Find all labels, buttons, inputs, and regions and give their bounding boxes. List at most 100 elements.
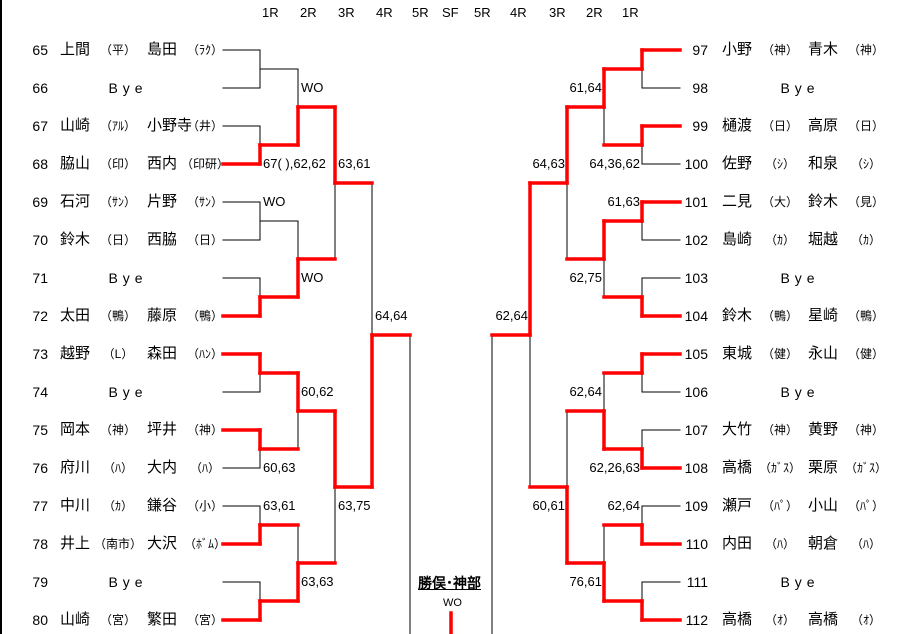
entry-number: 78 (32, 536, 48, 552)
entry-number: 66 (32, 80, 48, 96)
player-club: （健） (847, 347, 885, 361)
match-score: 61,63 (607, 194, 640, 209)
entry-number: 69 (32, 194, 48, 210)
player-name: 石河 (60, 193, 91, 210)
player-club: （日） (186, 233, 224, 247)
entry-number: 102 (684, 232, 708, 248)
player-club: （大） (761, 195, 799, 209)
match-score: WO (263, 194, 286, 209)
player-name: 上間 (60, 41, 91, 58)
player-club: （神） (761, 43, 799, 57)
player-name: 高橋 (722, 611, 753, 628)
player-name: 繁田 (147, 611, 178, 628)
player-name: 栗原 (808, 459, 839, 476)
entry-number: 68 (32, 156, 48, 172)
bye-label: Bye (108, 574, 148, 590)
player-name: 鎌谷 (147, 497, 178, 514)
player-club: （井） (186, 119, 224, 133)
player-club: （ｶﾞｽ） (758, 461, 802, 475)
player-name: 山崎 (60, 611, 91, 628)
match-score: 63,61 (338, 156, 371, 171)
entry-number: 103 (684, 270, 708, 286)
entry-number: 111 (686, 574, 708, 590)
player-club: （ﾊ） (764, 537, 796, 551)
round-header: 4R (376, 5, 393, 20)
player-name: 東城 (722, 345, 753, 362)
entry-number: 106 (684, 384, 708, 400)
player-name: 佐野 (722, 155, 753, 172)
player-club: （ｻﾝ） (186, 195, 224, 209)
player-club: （神） (99, 423, 137, 437)
player-name: 府川 (60, 459, 91, 476)
match-score: WO (301, 270, 324, 285)
player-name: 二見 (722, 193, 753, 210)
match-score: 62,64 (569, 384, 602, 399)
entry-number: 108 (684, 460, 708, 476)
player-name: 樋渡 (722, 117, 753, 134)
match-score: WO (301, 80, 324, 95)
match-score: 64,63 (532, 156, 565, 171)
player-club: （平） (99, 43, 137, 57)
player-club: （宮） (99, 613, 137, 627)
player-name: 瀬戸 (722, 497, 753, 514)
entry-number: 72 (32, 308, 48, 324)
round-header: 2R (300, 5, 317, 20)
entry-number: 105 (684, 346, 708, 362)
match-score: 60,63 (263, 460, 296, 475)
player-name: 高橋 (808, 611, 839, 628)
round-header: 2R (586, 5, 603, 20)
player-club: （ｶﾞｽ） (844, 461, 888, 475)
player-club: （ｵ） (764, 613, 796, 627)
bye-label: Bye (780, 270, 820, 286)
entry-number: 104 (684, 308, 708, 324)
player-club: （ﾊﾟ） (761, 499, 799, 513)
player-club: （神） (847, 43, 885, 57)
bye-label: Bye (780, 80, 820, 96)
player-name: 堀越 (808, 231, 839, 248)
player-club: （ﾊ） (102, 461, 134, 475)
player-club: （ﾊﾝ） (186, 347, 224, 361)
entry-number: 73 (32, 346, 48, 362)
player-club: （神） (847, 423, 885, 437)
player-name: 坪井 (147, 421, 178, 438)
entry-number: 98 (692, 80, 708, 96)
player-club: （ｼ） (850, 157, 882, 171)
match-score: 63,61 (263, 498, 296, 513)
round-header: 3R (338, 5, 355, 20)
round-header: 5R (474, 5, 491, 20)
bye-label: Bye (780, 574, 820, 590)
player-club: （鴨） (186, 309, 224, 323)
player-club: （見） (847, 195, 885, 209)
player-name: 藤原 (147, 307, 178, 324)
entry-number: 100 (684, 156, 708, 172)
player-club: （ﾊ） (189, 461, 221, 475)
entry-number: 71 (32, 270, 48, 286)
player-name: 大内 (147, 459, 178, 476)
player-club: （ﾊﾟ） (847, 499, 885, 513)
match-score: 76,61 (569, 574, 602, 589)
player-name: 片野 (147, 193, 178, 210)
match-score: 63,63 (301, 574, 334, 589)
player-name: 井上 (60, 535, 91, 552)
entry-number: 75 (32, 422, 48, 438)
round-header: 4R (510, 5, 527, 20)
player-club: （印研） (180, 157, 230, 171)
entry-number: 97 (692, 42, 708, 58)
player-name: 高橋 (722, 459, 753, 476)
player-name: 黄野 (808, 421, 839, 438)
player-club: （神） (186, 423, 224, 437)
entry-number: 79 (32, 574, 48, 590)
player-club: （ｱﾙ） (99, 119, 137, 133)
player-club: （ｵ） (850, 613, 882, 627)
bye-label: Bye (108, 384, 148, 400)
player-club: （日） (847, 119, 885, 133)
player-name: 西脇 (147, 231, 178, 248)
player-club: （ｻﾝ） (99, 195, 137, 209)
player-name: 岡本 (60, 421, 91, 438)
round-header: 1R (262, 5, 279, 20)
player-name: 脇山 (60, 155, 91, 172)
player-name: 小野寺 (147, 117, 193, 134)
player-name: 和泉 (808, 155, 839, 172)
player-name: 島田 (147, 41, 178, 58)
